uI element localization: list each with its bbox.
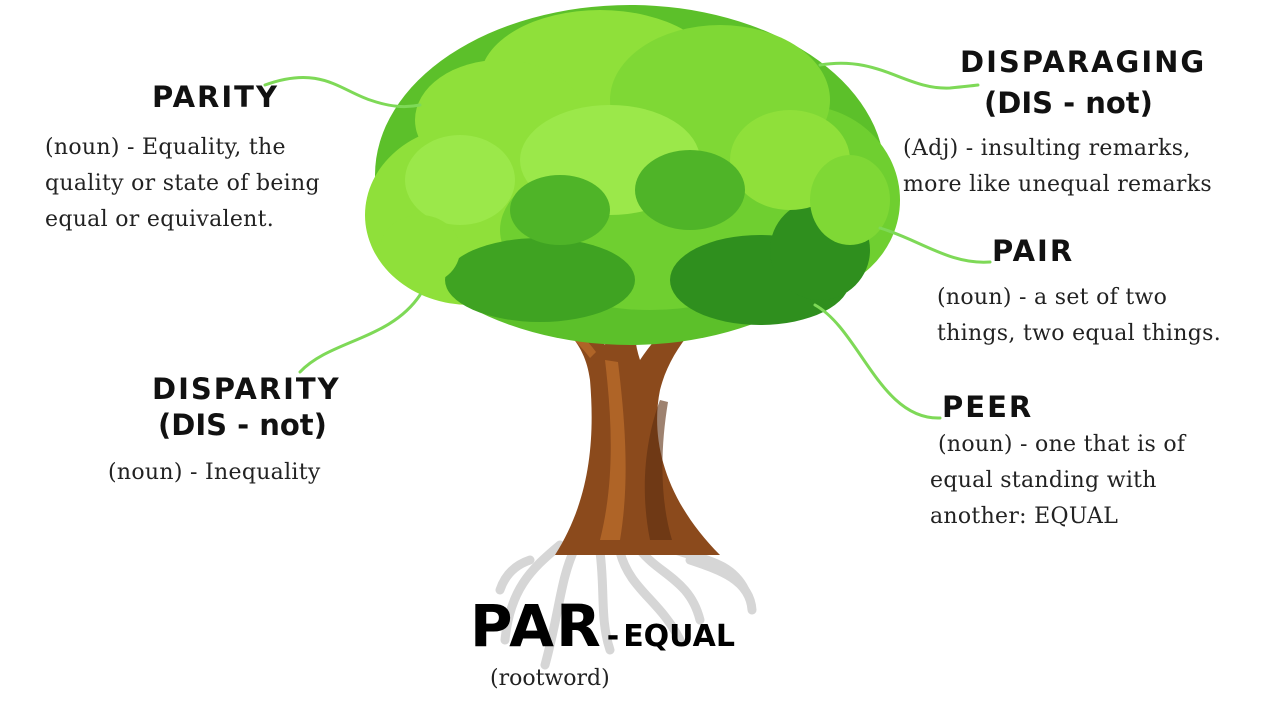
connector-disparity xyxy=(298,293,422,374)
pair-definition: (noun) - a set of two things, two equal … xyxy=(937,280,1221,352)
parity-line-2: quality or state of being xyxy=(45,171,320,196)
disparity-title: DISPARITY xyxy=(152,372,341,406)
disparity-definition: (noun) - Inequality xyxy=(108,455,321,491)
disparaging-line-1: (Adj) - insulting remarks, xyxy=(903,136,1191,161)
root-word-group: PAR-EQUAL xyxy=(470,592,735,660)
connector-peer xyxy=(813,303,942,420)
peer-definition: (noun) - one that is of equal standing w… xyxy=(930,427,1185,535)
connector-disparaging xyxy=(818,61,980,90)
parity-line-1: (noun) - Equality, the xyxy=(45,135,286,160)
pair-line-2: things, two equal things. xyxy=(937,321,1221,346)
pair-title: PAIR xyxy=(992,234,1075,268)
root-subtitle: (rootword) xyxy=(490,666,610,691)
disparaging-line-2: more like unequal remarks xyxy=(903,172,1212,197)
parity-line-3: equal or equivalent. xyxy=(45,207,275,232)
parity-definition: (noun) - Equality, the quality or state … xyxy=(45,130,320,238)
connector-parity xyxy=(263,76,422,109)
pair-line-1: (noun) - a set of two xyxy=(937,285,1168,310)
peer-line-2: equal standing with xyxy=(930,468,1157,493)
connector-pair xyxy=(878,226,992,264)
disparity-line-1: (noun) - Inequality xyxy=(108,460,321,485)
disparaging-subtitle: (DIS - not) xyxy=(984,86,1153,120)
peer-line-1: (noun) - one that is of xyxy=(938,432,1186,457)
disparaging-definition: (Adj) - insulting remarks, more like une… xyxy=(903,131,1212,203)
root-dash: - xyxy=(606,619,620,654)
parity-title: PARITY xyxy=(152,80,279,114)
foliage xyxy=(365,5,900,345)
peer-line-3: another: EQUAL xyxy=(930,504,1119,529)
root-meaning: EQUAL xyxy=(623,619,735,654)
disparaging-title: DISPARAGING xyxy=(960,45,1207,79)
connectors xyxy=(263,61,992,420)
root-word: PAR xyxy=(470,592,603,660)
disparity-subtitle: (DIS - not) xyxy=(158,408,327,442)
peer-title: PEER xyxy=(942,390,1034,424)
